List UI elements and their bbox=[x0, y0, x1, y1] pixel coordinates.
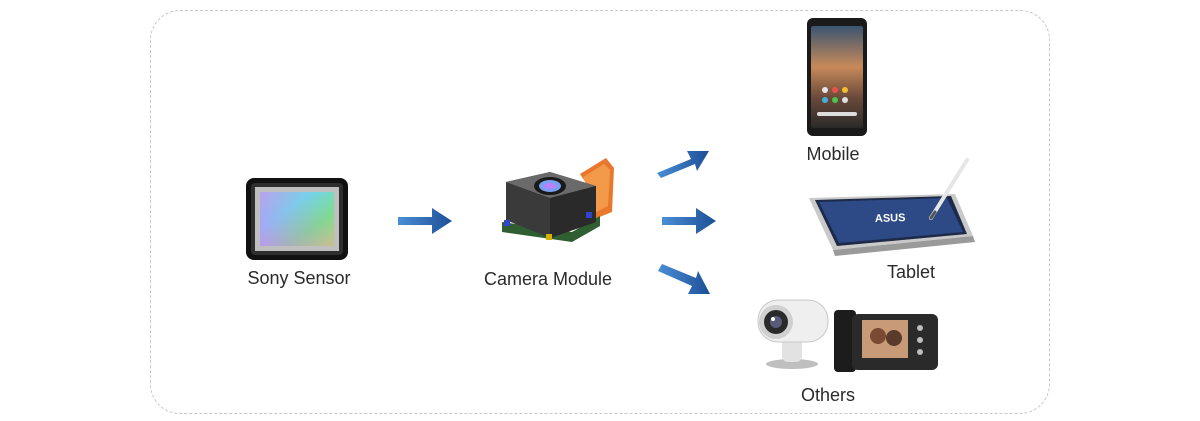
tablet-image: ASUS bbox=[809, 158, 975, 256]
arrow-to-others bbox=[658, 264, 710, 294]
arrow-to-mobile bbox=[657, 151, 709, 178]
tablet-label: Tablet bbox=[886, 262, 936, 282]
arrow-to-camera-module bbox=[398, 208, 452, 234]
mobile-label: Mobile bbox=[806, 144, 860, 164]
arrow-to-tablet bbox=[662, 208, 716, 234]
camera-module-label: Camera Module bbox=[483, 269, 613, 289]
door-phone-image bbox=[834, 310, 938, 372]
camera-module-image bbox=[502, 158, 614, 242]
webcam-image bbox=[757, 299, 829, 369]
tablet-brand-text: ASUS bbox=[875, 212, 906, 225]
diagram-frame bbox=[150, 10, 1050, 414]
sony-sensor-image bbox=[246, 178, 348, 260]
mobile-phone-image bbox=[807, 18, 867, 136]
sony-sensor-label: Sony Sensor bbox=[247, 268, 351, 288]
others-label: Others bbox=[800, 385, 856, 405]
